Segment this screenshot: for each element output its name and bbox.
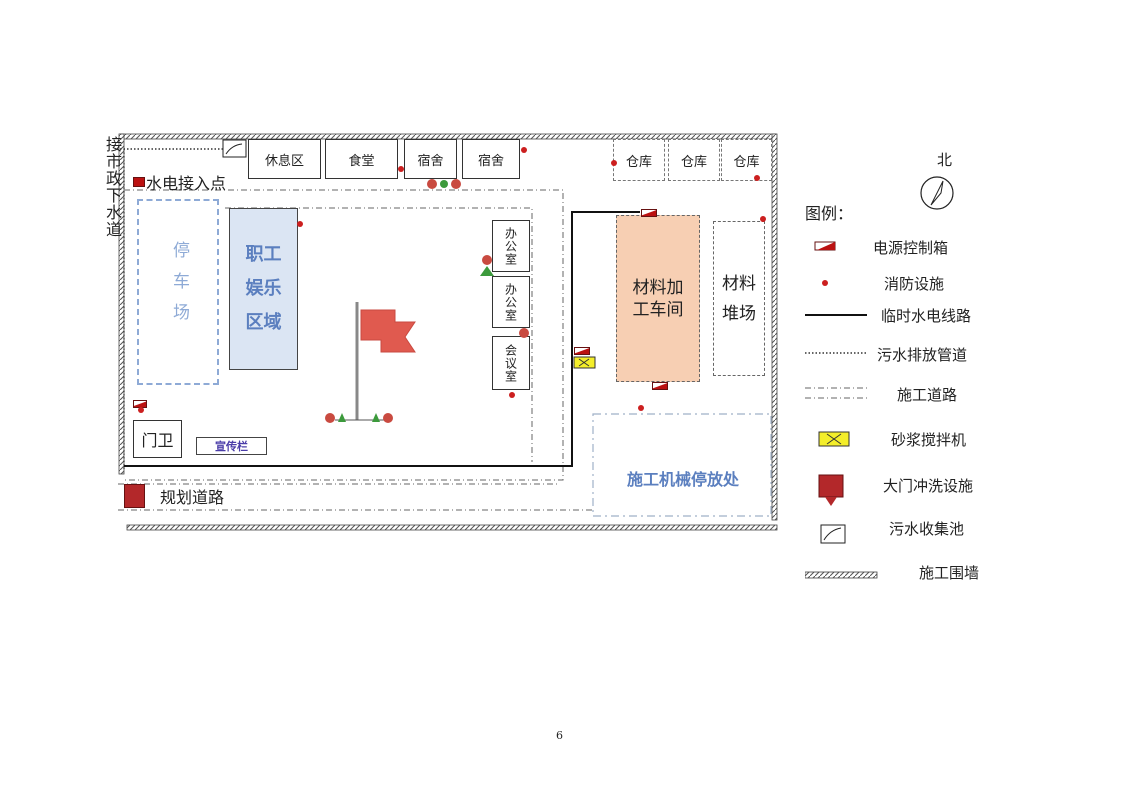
utility-entry-label: 水电接入点 xyxy=(146,174,227,193)
flower-bed-icon xyxy=(427,179,461,189)
material-yard-label: 材料堆场 xyxy=(722,273,756,324)
warehouse-2: 仓库 xyxy=(668,139,720,181)
parking-area: 停车场 xyxy=(137,199,219,385)
publicity-board: 宣传栏 xyxy=(196,437,267,455)
office-1: 办公室 xyxy=(492,220,530,272)
wall-bottom xyxy=(126,524,778,531)
material-yard: 材料堆场 xyxy=(713,221,765,376)
machinery-area-border xyxy=(592,413,772,517)
parking-label: 停车场 xyxy=(169,241,189,334)
fire-facility xyxy=(297,221,303,227)
meeting-room: 会议室 xyxy=(492,336,530,390)
legend-title: 图例： xyxy=(805,204,854,223)
north-label: 北 xyxy=(937,151,953,169)
flower-bed-icon xyxy=(480,255,494,276)
warehouse-1: 仓库 xyxy=(613,139,665,181)
publicity-board-label: 宣传栏 xyxy=(215,440,248,453)
legend-sewage-pipe: 污水排放管道 xyxy=(877,346,968,364)
legend-temp-line: 临时水电线路 xyxy=(881,307,972,325)
power-box-2 xyxy=(574,347,590,355)
fire-facility xyxy=(611,160,617,166)
dormitory-2: 宿舍 xyxy=(462,139,520,179)
office-1-label: 办公室 xyxy=(503,226,518,266)
staff-recreation-label: 职工娱乐区域 xyxy=(245,244,282,333)
wall-right xyxy=(771,133,778,521)
material-workshop: 材料加工车间 xyxy=(616,215,700,382)
fire-facility xyxy=(509,392,515,398)
fire-facility xyxy=(521,147,527,153)
material-workshop-label: 材料加工车间 xyxy=(632,277,684,320)
power-box-1 xyxy=(641,209,657,217)
fire-facility xyxy=(398,166,404,172)
flag xyxy=(360,309,416,353)
power-box-3 xyxy=(652,382,668,390)
legend-construction-road: 施工道路 xyxy=(897,386,958,404)
office-2: 办公室 xyxy=(492,276,530,328)
canteen: 食堂 xyxy=(325,139,398,179)
page-number: 6 xyxy=(556,729,563,742)
planned-road-label: 规划道路 xyxy=(160,488,225,507)
legend-symbols xyxy=(805,241,878,579)
sewage-pipe xyxy=(120,143,227,150)
warehouse-3: 仓库 xyxy=(721,139,772,181)
legend-power-box: 电源控制箱 xyxy=(873,239,949,257)
fire-facility xyxy=(760,216,766,222)
fire-facility xyxy=(138,407,144,413)
rest-area: 休息区 xyxy=(248,139,321,179)
meeting-room-label: 会议室 xyxy=(503,343,518,383)
gate-washing-facility xyxy=(124,484,145,508)
legend-gate-washing: 大门冲洗设施 xyxy=(883,477,974,495)
sewer-connection-note: 接市政下水道 xyxy=(103,136,122,238)
legend-wall: 施工围墙 xyxy=(919,564,980,582)
mortar-mixer-icon xyxy=(573,356,596,369)
legend-mortar-mixer: 砂浆搅拌机 xyxy=(891,431,967,449)
legend-fire-facility: 消防设施 xyxy=(884,275,945,293)
fire-facility xyxy=(638,405,644,411)
machinery-parking-label: 施工机械停放处 xyxy=(626,470,739,489)
office-2-label: 办公室 xyxy=(503,282,518,322)
sewage-tank-icon xyxy=(222,139,247,158)
flower-bed-icon xyxy=(325,413,393,423)
staff-recreation-area: 职工娱乐区域 xyxy=(229,208,298,370)
utility-entry-marker xyxy=(133,177,145,187)
temp-power-line xyxy=(124,211,640,467)
guard-house: 门卫 xyxy=(133,420,182,458)
legend-sewage-tank: 污水收集池 xyxy=(889,520,965,538)
dormitory-1: 宿舍 xyxy=(404,139,457,179)
flower-bed-icon xyxy=(519,328,529,338)
fire-facility xyxy=(754,175,760,181)
planned-road-lines xyxy=(118,483,592,511)
